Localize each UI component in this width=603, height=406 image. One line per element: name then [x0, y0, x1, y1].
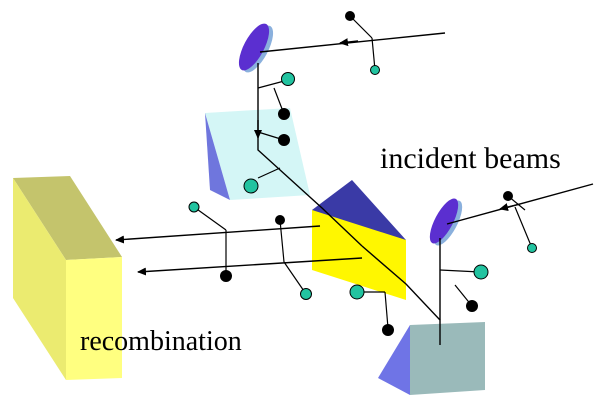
upper-prism-path: [257, 140, 363, 247]
polarization-dots: [188, 11, 537, 336]
beam-paths: [115, 32, 594, 345]
black-dot: [220, 270, 232, 282]
detector-side-face: [13, 178, 66, 380]
teal-dot: [300, 288, 312, 300]
teal-dot: [370, 65, 380, 75]
upper-mirror-icon: [238, 23, 274, 73]
detector-top-face: [13, 176, 122, 260]
recombination-label: recombination: [80, 326, 242, 357]
lower-prism-path: [361, 245, 441, 345]
teal-dot: [243, 178, 259, 194]
central-yellow-prism: [312, 180, 406, 300]
teal-prism-side: [378, 325, 410, 395]
black-dot: [278, 108, 290, 120]
teal-dot: [527, 243, 537, 253]
cyan-prism-side: [205, 113, 230, 200]
black-dot: [503, 191, 513, 201]
lower-mirror-icon: [429, 198, 463, 246]
yellow-prism-face: [312, 210, 406, 300]
cyan-prism-face: [205, 108, 310, 200]
incident-beams-label: incident beams: [380, 142, 561, 175]
teal-prism-face: [410, 322, 485, 395]
teal-dot: [349, 284, 365, 300]
black-dot: [275, 215, 285, 225]
upper-beam-splitter-prism: [205, 108, 310, 200]
recombination-detector: [13, 176, 122, 380]
teal-dot: [473, 264, 489, 280]
detector-front-face: [66, 257, 122, 380]
lower-recombination-prism: [378, 322, 485, 395]
upper-incident-arrow: [339, 38, 359, 47]
teal-dot: [188, 201, 200, 213]
output-beam-upper: [115, 225, 321, 244]
upper-incident-beam: [259, 32, 446, 53]
black-dot: [345, 11, 355, 21]
output-beam-lower: [137, 257, 363, 276]
black-dot: [382, 324, 394, 336]
black-dot: [278, 134, 290, 146]
black-dot: [466, 300, 478, 312]
teal-dot: [281, 72, 295, 86]
lower-incident-arrow: [499, 203, 521, 211]
